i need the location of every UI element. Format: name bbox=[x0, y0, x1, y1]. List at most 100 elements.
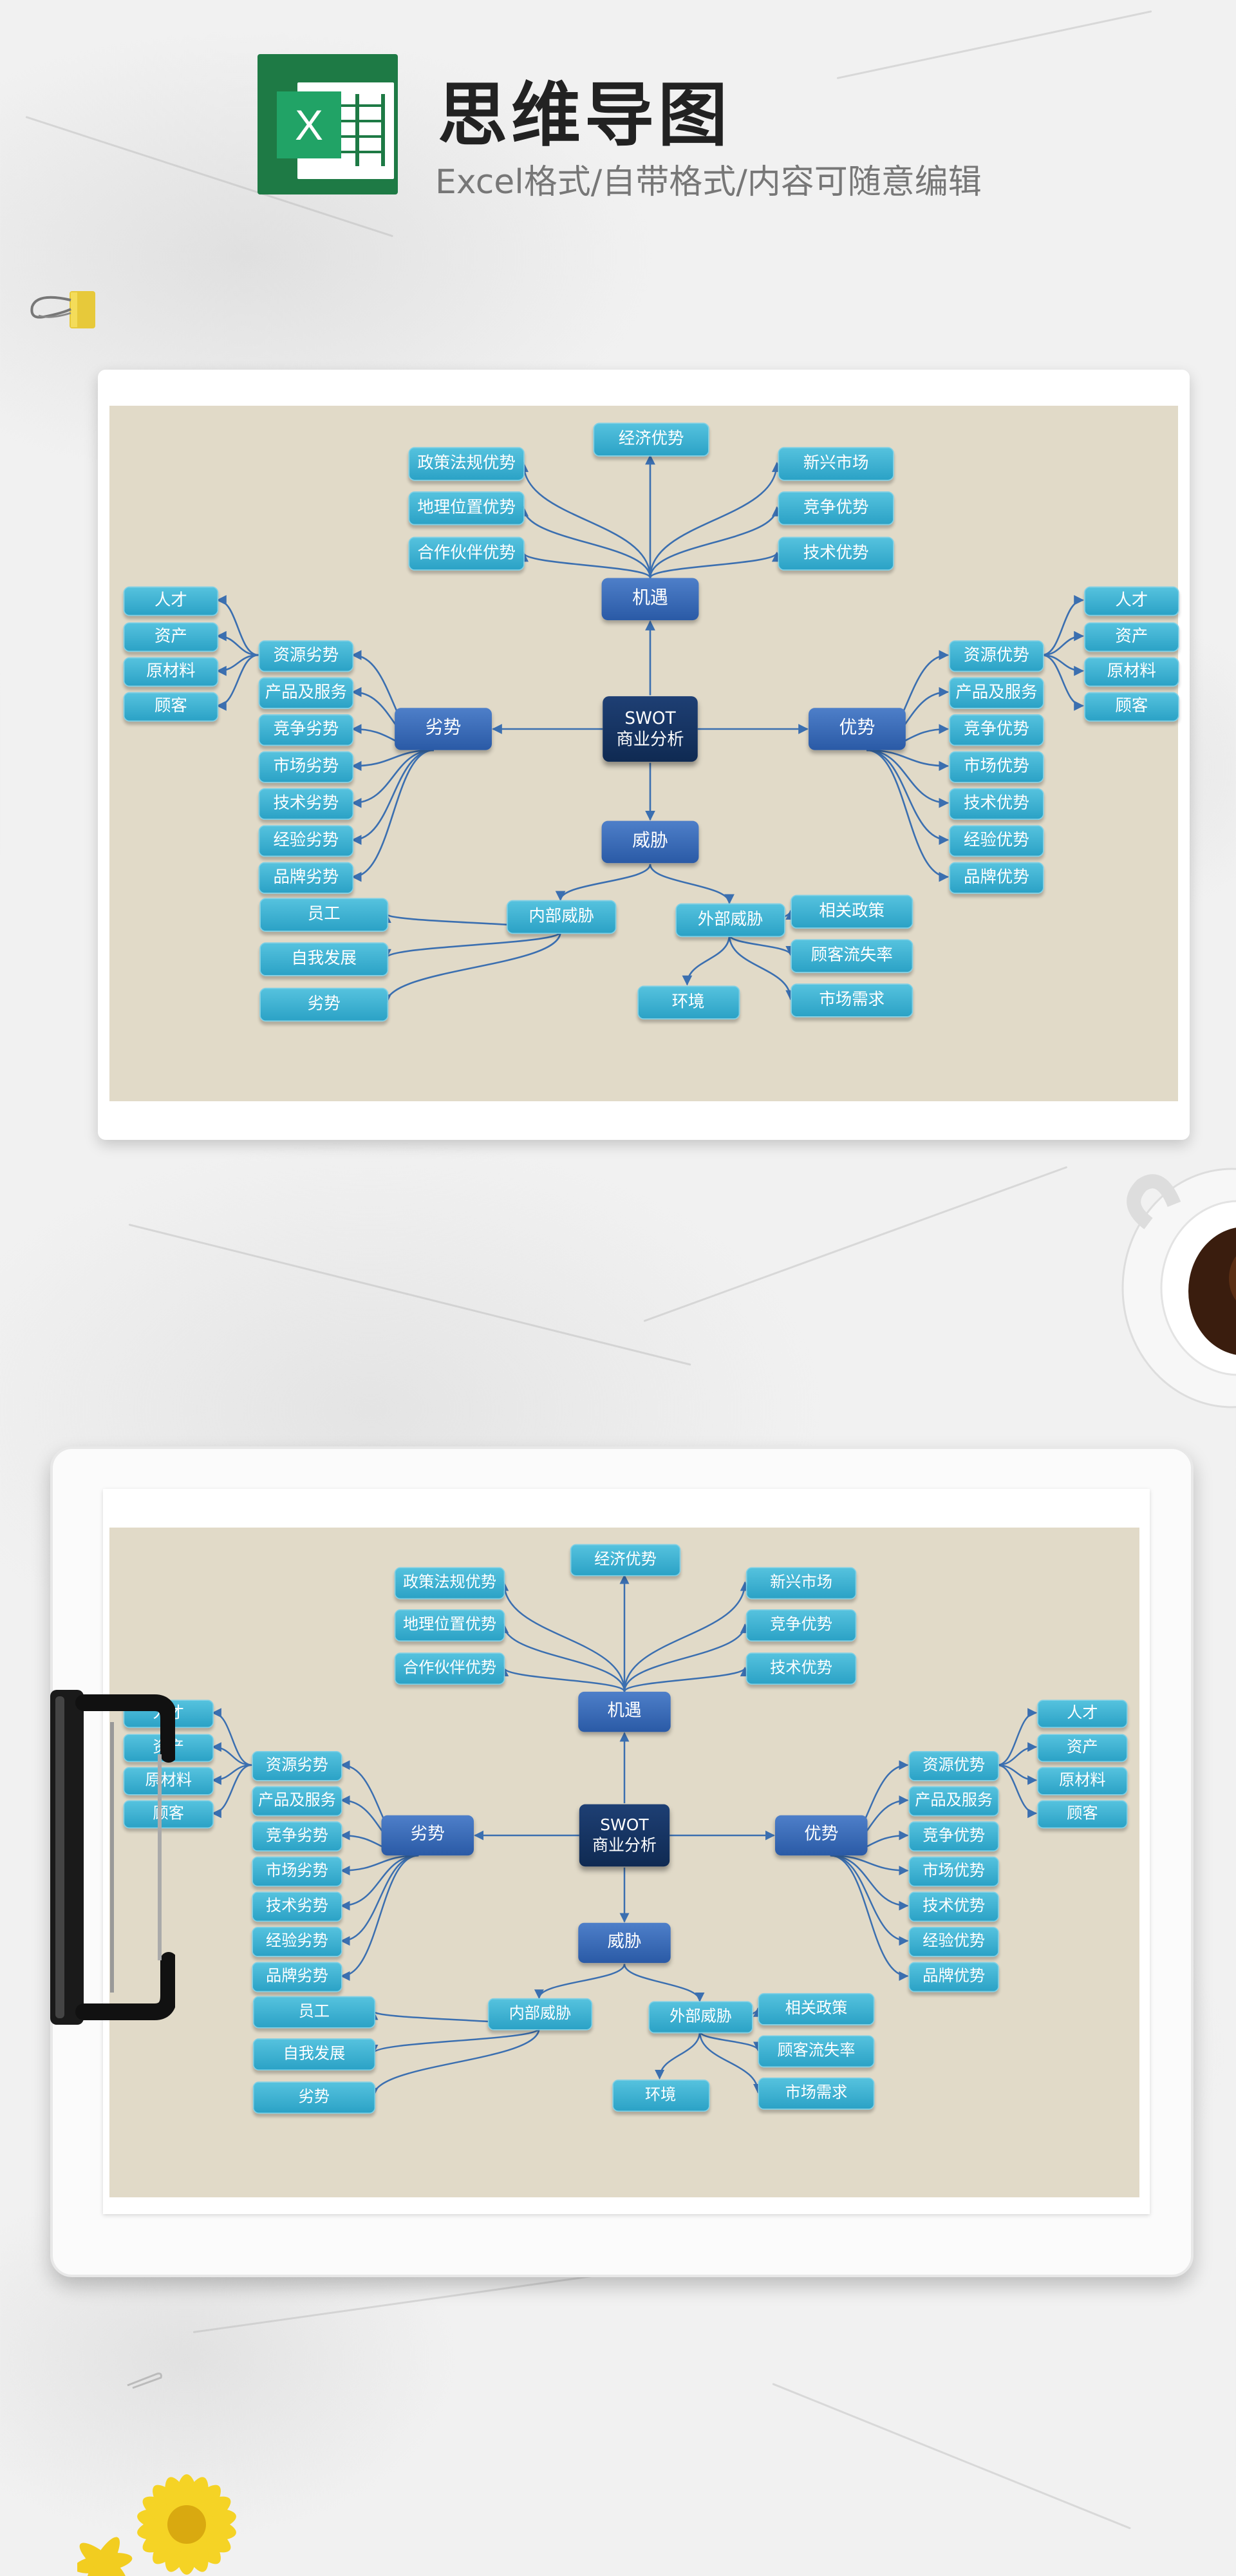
top-weakness-item: 经验劣势 bbox=[258, 825, 354, 857]
bottom-strength-resource-item: 资产 bbox=[1037, 1734, 1128, 1763]
bottom-strength-item: 市场优势 bbox=[908, 1856, 999, 1887]
bottom-connector bbox=[534, 1964, 626, 2000]
bottom-connector bbox=[368, 2027, 540, 2055]
bottom-opportunity-item: 合作伙伴优势 bbox=[394, 1653, 505, 1685]
bottom-weakness-item: 产品及服务 bbox=[252, 1786, 342, 1817]
top-connector bbox=[216, 595, 259, 656]
bottom-weakness-item: 竞争劣势 bbox=[252, 1821, 342, 1852]
top-weakness-resource-item: 顾客 bbox=[123, 692, 219, 722]
bottom-connector bbox=[499, 1581, 626, 1692]
bottom-external-threat-item: 顾客流失率 bbox=[758, 2035, 875, 2068]
top-external-threat-item: 相关政策 bbox=[791, 895, 913, 929]
top-opportunity-item: 技术优势 bbox=[778, 536, 894, 571]
top-strength-item: 资源优势 bbox=[949, 640, 1044, 672]
bottom-weakness-resource-item: 顾客 bbox=[123, 1800, 214, 1829]
bottom-connector bbox=[623, 1623, 750, 1692]
bottom-strength-item: 竞争优势 bbox=[908, 1821, 999, 1852]
top-opportunity-item: 新兴市场 bbox=[778, 447, 894, 481]
top-connector bbox=[381, 931, 561, 960]
top-connector bbox=[728, 934, 796, 1001]
bottom-weakness-resource-item: 原材料 bbox=[123, 1766, 214, 1795]
bottom-strength-item: 资源优势 bbox=[908, 1750, 999, 1781]
bottom-connector bbox=[830, 1854, 909, 1946]
flower-icon bbox=[77, 2474, 236, 2576]
bottom-connector bbox=[830, 1854, 909, 1981]
top-strength-resource-item: 人才 bbox=[1084, 586, 1179, 616]
page-subtitle: Excel格式/自带格式/内容可随意编辑 bbox=[435, 163, 982, 202]
bottom-center-node: SWOT 商业分析 bbox=[579, 1804, 670, 1867]
bottom-connector bbox=[340, 1854, 419, 1911]
top-connector bbox=[866, 749, 950, 882]
top-weakness-resource-item: 人才 bbox=[123, 586, 219, 616]
top-strength-resource-item: 原材料 bbox=[1084, 657, 1179, 687]
bottom-connector bbox=[211, 1764, 252, 1785]
excel-logo-icon: X bbox=[258, 54, 398, 194]
top-weakness-item: 技术劣势 bbox=[258, 788, 354, 820]
bottom-weakness-item: 经验劣势 bbox=[252, 1926, 342, 1957]
swot-mindmap-top: SWOT 商业分析机遇劣势优势威胁经济优势政策法规优势新兴市场地理位置优势竞争优… bbox=[122, 412, 1179, 1025]
bottom-opportunity-item: 竞争优势 bbox=[745, 1609, 857, 1642]
bottom-connector bbox=[655, 2031, 701, 2080]
top-center-node: SWOT 商业分析 bbox=[603, 696, 698, 762]
top-connector bbox=[649, 864, 735, 905]
bottom-external-threat-node: 外部威胁 bbox=[648, 2001, 753, 2034]
bottom-weakness-node: 劣势 bbox=[381, 1815, 474, 1856]
top-strength-resource-item: 顾客 bbox=[1084, 692, 1179, 722]
top-connector bbox=[1042, 630, 1084, 656]
bottom-connector bbox=[340, 1854, 419, 1876]
top-internal-threat-item: 自我发展 bbox=[259, 942, 389, 976]
top-internal-threat-item: 员工 bbox=[259, 898, 389, 932]
bottom-connector bbox=[499, 1623, 626, 1692]
top-internal-threat-node: 内部威胁 bbox=[506, 900, 617, 934]
bottom-connector bbox=[623, 1581, 750, 1692]
top-connector bbox=[728, 934, 796, 956]
top-opportunity-item: 地理位置优势 bbox=[408, 491, 525, 526]
bottom-connector bbox=[997, 1764, 1038, 1785]
top-internal-threat-item: 劣势 bbox=[259, 987, 389, 1022]
bottom-weakness-item: 品牌劣势 bbox=[252, 1962, 342, 1993]
bottom-weakness-item: 技术劣势 bbox=[252, 1891, 342, 1922]
top-external-threat-item: 环境 bbox=[637, 985, 740, 1019]
top-connector bbox=[649, 506, 782, 578]
top-opportunity-item: 合作伙伴优势 bbox=[408, 536, 525, 571]
top-opportunity-item: 经济优势 bbox=[593, 422, 709, 457]
top-connector bbox=[216, 630, 259, 656]
top-connector bbox=[216, 654, 259, 676]
bottom-connector bbox=[830, 1854, 909, 1876]
bottom-opportunity-item: 经济优势 bbox=[570, 1544, 681, 1577]
top-weakness-resource-item: 原材料 bbox=[123, 657, 219, 687]
top-weakness-item: 产品及服务 bbox=[258, 677, 354, 709]
bottom-connector bbox=[623, 1666, 750, 1692]
bottom-external-threat-item: 市场需求 bbox=[758, 2077, 875, 2110]
top-connector bbox=[866, 749, 950, 808]
binder-clip-icon bbox=[30, 291, 95, 328]
top-connector bbox=[649, 551, 782, 579]
top-weakness-node: 劣势 bbox=[395, 708, 492, 750]
top-strength-item: 市场优势 bbox=[949, 751, 1044, 783]
top-weakness-item: 竞争劣势 bbox=[258, 714, 354, 746]
top-weakness-item: 资源劣势 bbox=[258, 640, 354, 672]
bottom-connector bbox=[211, 1708, 252, 1766]
top-connector bbox=[351, 749, 434, 882]
bottom-strength-node: 优势 bbox=[775, 1815, 868, 1856]
page-title: 思维导图 bbox=[438, 75, 732, 156]
bottom-strength-resource-item: 人才 bbox=[1037, 1700, 1128, 1728]
bottom-threat-node: 威胁 bbox=[578, 1922, 671, 1964]
bottom-internal-threat-item: 员工 bbox=[252, 1996, 376, 2029]
bottom-internal-threat-item: 劣势 bbox=[252, 2081, 376, 2114]
top-connector bbox=[682, 934, 731, 986]
bottom-connector bbox=[499, 1666, 626, 1692]
bottom-strength-item: 品牌优势 bbox=[908, 1962, 999, 1993]
bottom-strength-item: 技术优势 bbox=[908, 1891, 999, 1922]
bottom-internal-threat-item: 自我发展 bbox=[252, 2038, 376, 2071]
top-weakness-item: 市场劣势 bbox=[258, 751, 354, 783]
bottom-external-threat-item: 环境 bbox=[612, 2079, 709, 2112]
top-weakness-resource-item: 资产 bbox=[123, 622, 219, 652]
top-external-threat-item: 顾客流失率 bbox=[791, 939, 913, 973]
top-connector bbox=[866, 749, 950, 772]
bottom-strength-resource-item: 顾客 bbox=[1037, 1800, 1128, 1829]
top-strength-resource-item: 资产 bbox=[1084, 622, 1179, 652]
top-connector bbox=[351, 749, 434, 846]
top-opportunity-node: 机遇 bbox=[601, 578, 699, 621]
top-connector bbox=[351, 749, 434, 772]
